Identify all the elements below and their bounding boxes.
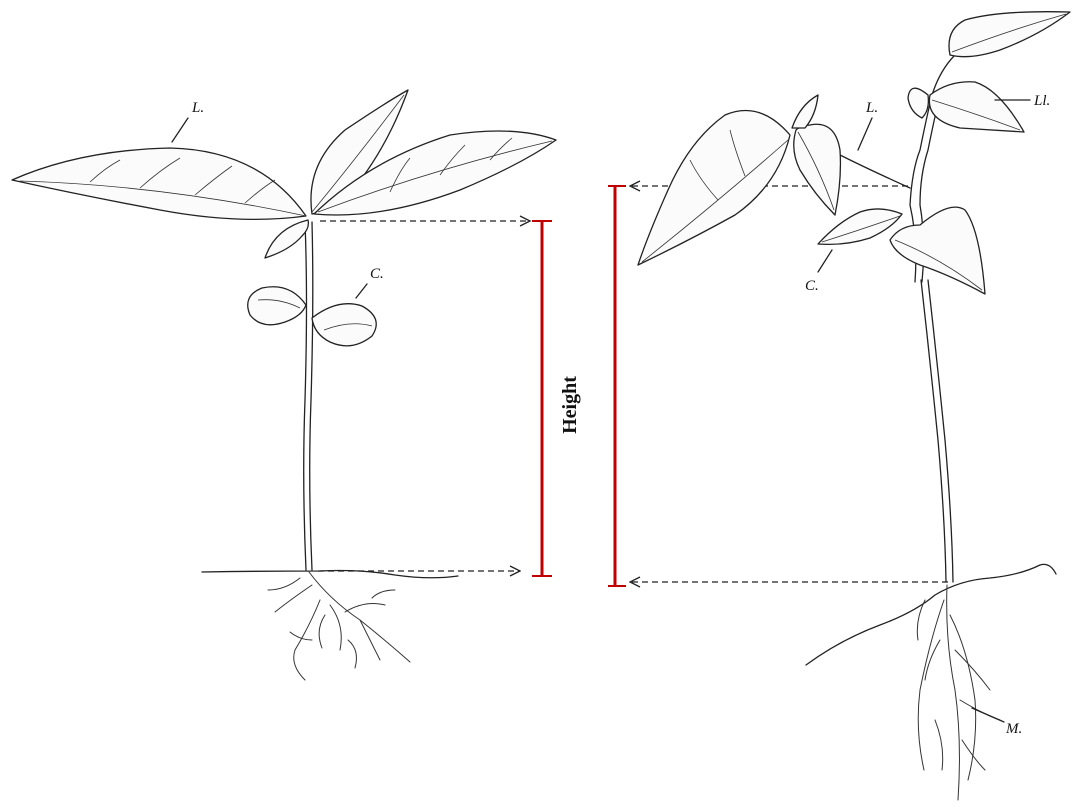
right-label-root: M.: [1005, 721, 1022, 737]
right-soil-line: [806, 564, 1056, 665]
right-label-leaf: L.: [865, 100, 878, 116]
right-leaf-pointer: [858, 118, 872, 150]
left-cotyledon-pointer: [356, 284, 367, 298]
right-roots: [917, 585, 1000, 800]
left-label-leaf: L.: [191, 100, 204, 116]
right-label-cotyledon: C.: [805, 278, 819, 294]
right-leaves: [638, 12, 1070, 294]
right-label-leaflet: Ll.: [1033, 93, 1050, 109]
left-leaf-pointer: [172, 118, 188, 142]
right-stem-outline: [928, 280, 953, 582]
right-seedling: L. Ll. C. M.: [638, 12, 1070, 800]
left-roots: [268, 572, 410, 680]
right-root-pointer: [972, 708, 1004, 722]
left-stem: [304, 222, 307, 570]
left-stem-outline: [310, 222, 313, 570]
left-height-measure: Height: [318, 221, 581, 576]
left-seedling: L. C.: [12, 90, 556, 680]
left-label-cotyledon: C.: [370, 266, 384, 282]
left-leaves: [12, 90, 556, 258]
right-cotyledon-pointer: [818, 250, 832, 272]
height-label: Height: [559, 376, 581, 434]
